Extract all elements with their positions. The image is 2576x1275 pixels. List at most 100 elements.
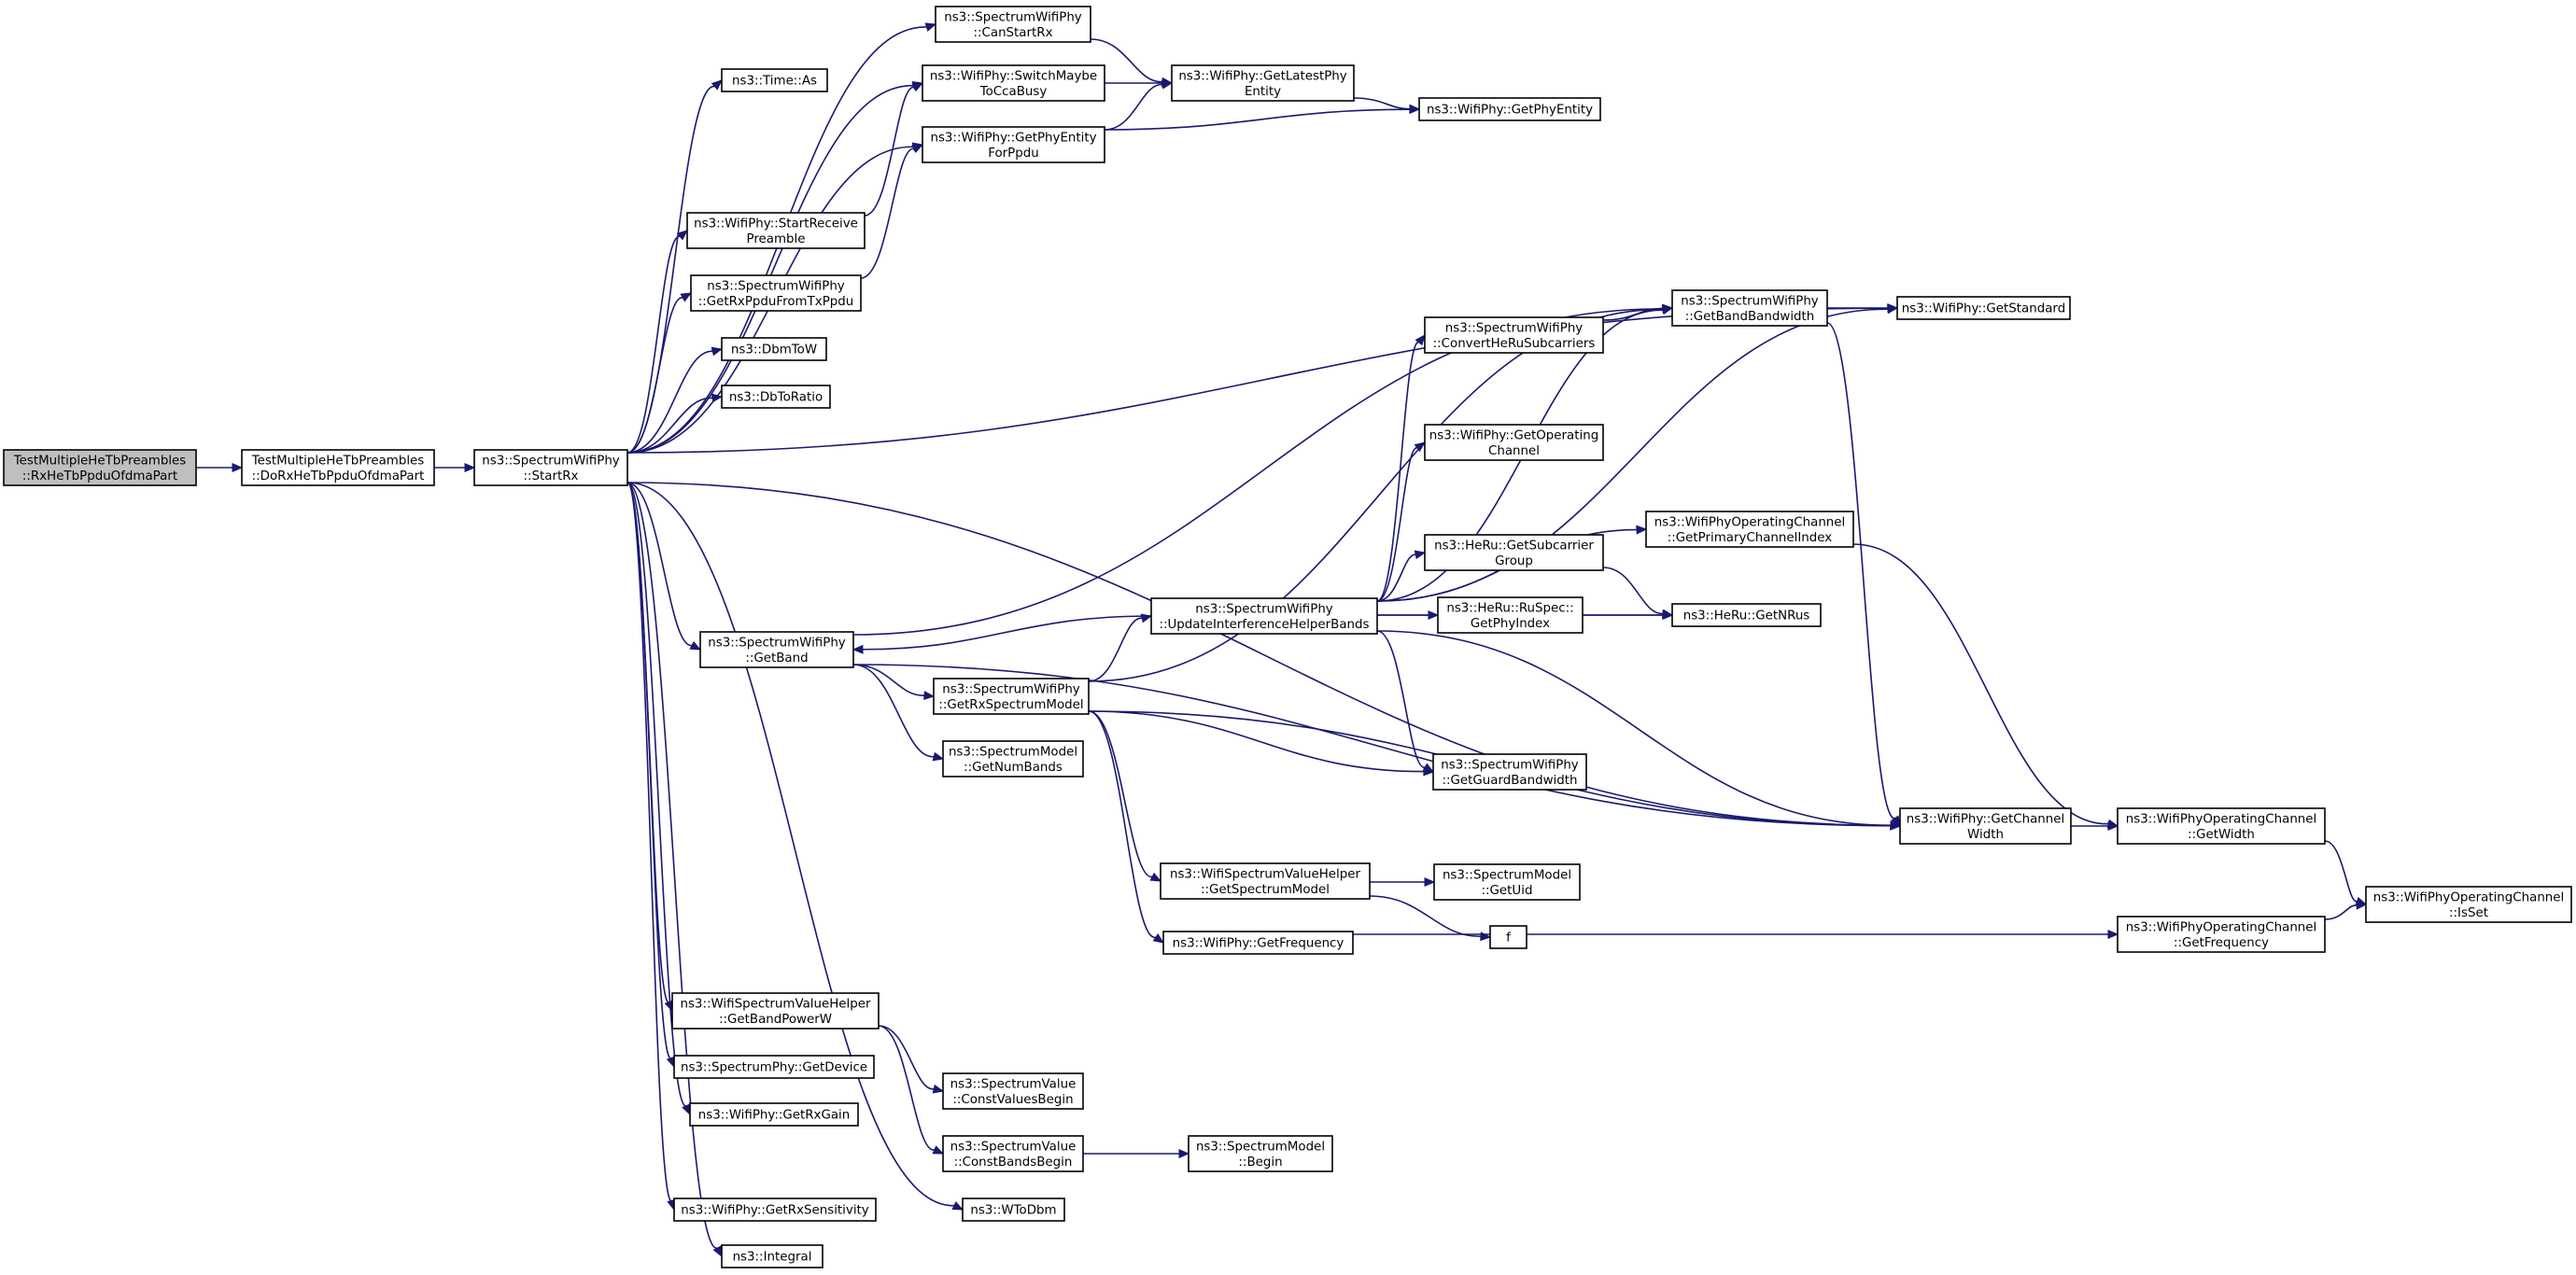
- edge-line: [1602, 567, 1664, 615]
- node-label: Width: [1967, 828, 2004, 842]
- edge-line: [626, 84, 914, 454]
- arrowhead: [1414, 550, 1427, 560]
- node-label: ns3::WifiPhyOperatingChannel: [2373, 890, 2565, 904]
- edge-line: [1376, 553, 1416, 602]
- node-ns3-wifiphyoperatingchannel-getprimarychannelindex[interactable]: ns3::WifiPhyOperatingChannel::GetPrimary…: [1645, 511, 1854, 548]
- node-box: [1671, 603, 1822, 627]
- node-box: [721, 337, 827, 361]
- node-f[interactable]: f: [1489, 925, 1527, 949]
- node-ns3-spectrumwifiphy-getrxspectrummodel[interactable]: ns3::SpectrumWifiPhy::GetRxSpectrumModel: [933, 678, 1090, 715]
- node-label: GetPhyIndex: [1471, 617, 1550, 631]
- edge-line: [852, 664, 1892, 827]
- node-ns3-spectrumvalue-constbandsbegin[interactable]: ns3::SpectrumValue::ConstBandsBegin: [942, 1135, 1084, 1172]
- node-ns3-wifispectrumvaluehelper-getspectrummodel[interactable]: ns3::WifiSpectrumValueHelper::GetSpectru…: [1160, 862, 1371, 900]
- node-ns3-spectrumwifiphy-canstartrx[interactable]: ns3::SpectrumWifiPhy::CanStartRx: [935, 6, 1091, 43]
- edge-line: [864, 86, 915, 217]
- node-ns3-spectrumwifiphy-updateinterferencehelperbands[interactable]: ns3::SpectrumWifiPhy::UpdateInterference…: [1150, 597, 1378, 635]
- node-ns3-wifiphy-getstandard[interactable]: ns3::WifiPhy::GetStandard: [1896, 296, 2071, 320]
- node-ns3-dbmtow[interactable]: ns3::DbmToW: [721, 337, 827, 361]
- edge-n26-to-n27: [2070, 821, 2119, 831]
- node-label: ns3::WifiPhy::GetRxGain: [698, 1109, 851, 1123]
- edge-n2-to-n41: [626, 482, 964, 1211]
- node-ns3-heru-ruspec-getphyindex[interactable]: ns3::HeRu::RuSpec::GetPhyIndex: [1437, 596, 1584, 634]
- node-ns3-spectrumvalue-constvaluesbegin[interactable]: ns3::SpectrumValue::ConstValuesBegin: [942, 1072, 1084, 1110]
- node-label: ::GetFrequency: [2174, 936, 2269, 950]
- node-label: ns3::Integral: [733, 1251, 812, 1265]
- edge-line: [626, 482, 693, 647]
- edge-line: [626, 297, 683, 454]
- edge-n0-to-n1: [195, 463, 244, 472]
- arrowhead: [932, 751, 945, 762]
- node-box: [1424, 534, 1604, 571]
- node-testmultiplehetbpreambles-rxhetbppduofdmapart[interactable]: TestMultipleHeTbPreambles::RxHeTbPpduOfd…: [3, 449, 197, 486]
- node-label: ns3::SpectrumWifiPhy: [482, 454, 620, 468]
- node-ns3-spectrummodel-getuid[interactable]: ns3::SpectrumModel::GetUid: [1433, 863, 1581, 901]
- node-ns3-wifiphyoperatingchannel-isset[interactable]: ns3::WifiPhyOperatingChannel::IsSet: [2365, 886, 2572, 923]
- arrowhead: [932, 1145, 945, 1155]
- edge-line: [1088, 617, 1143, 682]
- edge-n23-to-n31: [1088, 710, 1165, 944]
- node-ns3-spectrummodel-getnumbands[interactable]: ns3::SpectrumModel::GetNumBands: [942, 740, 1084, 778]
- node-label: f: [1506, 932, 1511, 946]
- edge-n2-to-n22: [626, 482, 702, 651]
- node-ns3-wifiphy-getrxsensitivity[interactable]: ns3::WifiPhy::GetRxSensitivity: [673, 1198, 877, 1222]
- node-ns3-heru-getnrus[interactable]: ns3::HeRu::GetNRus: [1671, 603, 1822, 627]
- edge-n22-to-n23: [852, 664, 936, 701]
- node-label: ns3::HeRu::GetNRus: [1683, 609, 1810, 623]
- node-ns3-dbtoratio[interactable]: ns3::DbToRatio: [721, 385, 831, 409]
- node-label: ::GetBand: [745, 652, 808, 666]
- arrowhead: [664, 1000, 673, 1013]
- edge-line: [1376, 630, 1892, 826]
- node-label: ns3::WifiPhy::GetPhyEntity: [1427, 104, 1593, 118]
- node-label: ns3::SpectrumWifiPhy: [1445, 321, 1584, 335]
- arrowhead: [932, 1084, 945, 1094]
- node-ns3-spectrumwifiphy-getband[interactable]: ns3::SpectrumWifiPhy::GetBand: [699, 631, 854, 668]
- edge-n34-to-n36: [878, 1025, 945, 1094]
- node-label: ::ConstValuesBegin: [952, 1093, 1073, 1107]
- node-ns3-spectrumwifiphy-getguardbandwidth[interactable]: ns3::SpectrumWifiPhy::GetGuardBandwidth: [1432, 753, 1587, 791]
- node-ns3-wifispectrumvaluehelper-getbandpowerw[interactable]: ns3::WifiSpectrumValueHelper::GetBandPow…: [671, 992, 880, 1030]
- node-ns3-integral[interactable]: ns3::Integral: [721, 1244, 823, 1268]
- node-box: [942, 1135, 1084, 1172]
- node-box: [673, 1055, 875, 1079]
- node-ns3-spectrummodel-begin[interactable]: ns3::SpectrumModel::Begin: [1188, 1135, 1333, 1172]
- arrowhead: [711, 346, 724, 357]
- node-ns3-time-as[interactable]: ns3::Time::As: [721, 68, 828, 92]
- node-box: [673, 1198, 877, 1222]
- edge-line: [862, 615, 1152, 651]
- nodes-layer: TestMultipleHeTbPreambles::RxHeTbPpduOfd…: [3, 6, 2572, 1268]
- arrowhead: [676, 230, 688, 241]
- edge-n6-to-n7: [1104, 79, 1174, 131]
- node-ns3-wifiphyoperatingchannel-getwidth[interactable]: ns3::WifiPhyOperatingChannel::GetWidth: [2117, 807, 2326, 845]
- node-ns3-wifiphyoperatingchannel-getfrequency[interactable]: ns3::WifiPhyOperatingChannel::GetFrequen…: [2117, 916, 2326, 953]
- node-ns3-wifiphy-getrxgain[interactable]: ns3::WifiPhy::GetRxGain: [689, 1102, 859, 1127]
- node-ns3-spectrumphy-getdevice[interactable]: ns3::SpectrumPhy::GetDevice: [673, 1055, 875, 1079]
- node-ns3-wifiphy-getphyentity[interactable]: ns3::WifiPhy::GetPhyEntity: [1418, 97, 1601, 121]
- edge-line: [1376, 630, 1426, 768]
- edge-n19-to-n20: [1582, 610, 1674, 620]
- node-ns3-spectrumwifiphy-getrxppdufromtxppdu[interactable]: ns3::SpectrumWifiPhy::GetRxPpduFromTxPpd…: [690, 274, 862, 312]
- node-box: [690, 274, 862, 312]
- node-ns3-spectrumwifiphy-convertherusubcarriers[interactable]: ns3::SpectrumWifiPhy::ConvertHeRuSubcarr…: [1424, 316, 1604, 354]
- node-ns3-wtodbm[interactable]: ns3::WToDbm: [962, 1198, 1065, 1222]
- edge-line: [1376, 447, 1418, 602]
- node-label: ns3::WifiPhy::GetLatestPhy: [1178, 69, 1346, 83]
- node-testmultiplehetbpreambles-dorxhetbppduofdmapart[interactable]: TestMultipleHeTbPreambles::DoRxHeTbPpduO…: [241, 449, 435, 486]
- edge-line: [626, 85, 715, 454]
- edge-line: [860, 147, 915, 279]
- node-label: ::GetUid: [1482, 884, 1533, 898]
- node-ns3-wifiphy-getfrequency[interactable]: ns3::WifiPhy::GetFrequency: [1162, 931, 1354, 955]
- arrowhead: [1415, 333, 1426, 346]
- edges-layer: [195, 22, 2368, 1258]
- node-ns3-spectrumwifiphy-startrx[interactable]: ns3::SpectrumWifiPhy::StartRx: [473, 449, 628, 486]
- node-label: ::GetGuardBandwidth: [1442, 774, 1577, 788]
- node-ns3-spectrumwifiphy-getbandbandwidth[interactable]: ns3::SpectrumWifiPhy::GetBandBandwidth: [1671, 289, 1828, 327]
- arrowhead: [2356, 900, 2368, 910]
